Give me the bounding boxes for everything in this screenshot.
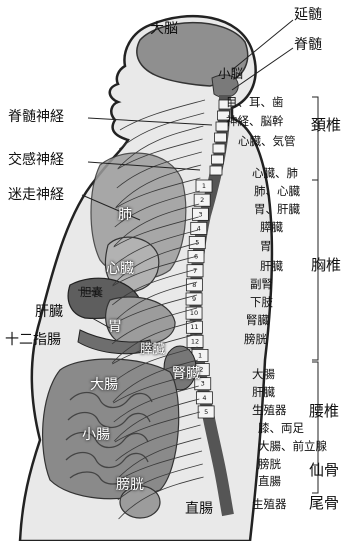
label-rectum: 直腸 [185, 502, 213, 516]
label-coccyx-1: 生殖器 [252, 499, 287, 511]
label-lumbar-3: 生殖器 [252, 405, 287, 417]
vertebra-number: 10 [190, 309, 198, 317]
region-cervical: 頚椎 [311, 118, 341, 133]
label-lumbar-1: 大腸 [252, 369, 275, 381]
label-stomach: 胃 [108, 320, 122, 334]
label-small-intestine: 小腸 [82, 428, 110, 442]
label-spinal-nerve: 脊髄神経 [8, 110, 64, 124]
vertebra-number: 11 [190, 323, 198, 331]
label-duodenum: 十二指腸 [5, 333, 61, 347]
label-lungs: 肺 [118, 208, 132, 222]
vertebra-number: 2 [200, 196, 204, 204]
label-vagus-nerve: 迷走神経 [8, 188, 64, 202]
label-medulla: 延髄 [294, 8, 322, 22]
vertebra-number: 3 [198, 210, 202, 218]
label-thoracic-2: 肺、心臓 [254, 186, 300, 198]
label-cervical-3: 心臓、気管 [238, 136, 296, 148]
label-kidney: 腎臓 [172, 367, 200, 381]
label-thoracic-5: 胃 [260, 241, 272, 253]
label-thoracic-3: 胃、肝臓 [254, 204, 300, 216]
region-sacrum: 仙骨 [309, 463, 339, 478]
label-thoracic-4: 膵臓 [260, 222, 283, 234]
label-thoracic-8: 下肢 [250, 297, 273, 309]
label-large-intestine: 大腸 [90, 378, 118, 392]
vertebra-number: 1 [202, 182, 206, 190]
region-brackets [312, 97, 318, 493]
label-thoracic-7: 副腎 [250, 279, 273, 291]
cervical-vertebra [213, 144, 225, 153]
label-sacral-1: 膀胱 [258, 459, 281, 471]
cervical-vertebra [215, 133, 227, 142]
cervical-vertebra [210, 166, 222, 175]
label-gallbladder: 胆嚢 [80, 287, 103, 299]
vertebra-number: 5 [204, 408, 208, 416]
label-liver: 肝臓 [35, 305, 63, 319]
region-thoracic: 胸椎 [311, 258, 341, 273]
label-sacral-2: 直腸 [258, 476, 281, 488]
vertebra-number: 7 [193, 267, 197, 275]
cervical-vertebra [212, 155, 224, 164]
label-lumbar-2: 肝臓 [252, 387, 275, 399]
label-sympathetic-nerve: 交感神経 [8, 153, 64, 167]
label-cervical-2: 神経、脳幹 [226, 116, 284, 128]
label-thoracic-10: 膀胱 [244, 334, 267, 346]
label-lumbar-4: 膝、両足 [258, 423, 304, 435]
vertebra-number: 1 [198, 351, 202, 359]
region-coccyx: 尾骨 [309, 496, 339, 511]
region-lumbar: 腰椎 [309, 404, 339, 419]
label-cerebrum: 大脳 [150, 22, 178, 36]
vertebra-number: 4 [197, 224, 201, 232]
label-heart: 心臓 [106, 262, 134, 276]
label-spinal-cord: 脊髄 [294, 38, 322, 52]
vertebra-number: 12 [191, 337, 199, 345]
vertebra-number: 3 [201, 380, 205, 388]
label-pancreas: 膵臓 [140, 343, 165, 356]
label-cerebellum: 小脳 [218, 68, 243, 81]
vertebra-number: 5 [195, 239, 199, 247]
vertebra-number: 4 [202, 394, 206, 402]
label-bladder: 膀胱 [116, 478, 144, 492]
label-cervical-1: 目、耳、歯 [226, 97, 284, 109]
label-thoracic-6: 肝臓 [260, 261, 283, 273]
label-thoracic-1: 心臓、肺 [252, 168, 298, 180]
label-lumbar-5: 大腸、前立腺 [258, 441, 327, 453]
label-thoracic-9: 腎臓 [246, 315, 269, 327]
